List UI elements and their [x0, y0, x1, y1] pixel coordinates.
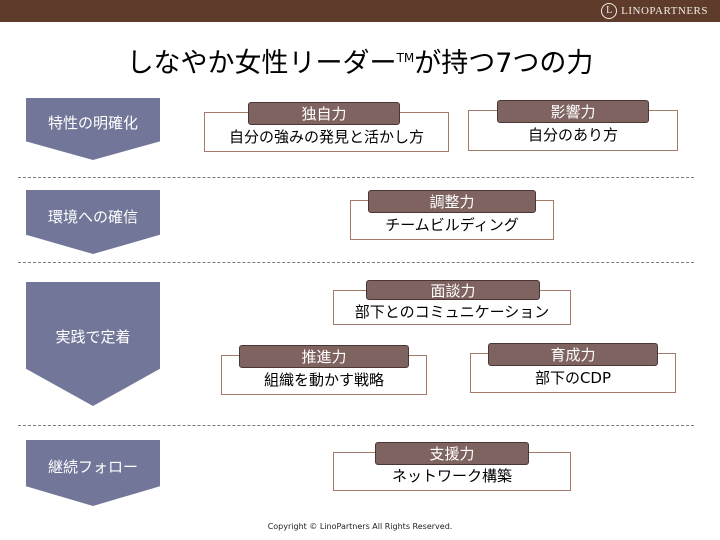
card-ikusei: 育成力 部下のCDP [470, 343, 676, 393]
page-title: しなやか女性リーダーTMが持つ7つの力 [0, 40, 720, 82]
card-mendan: 面談力 部下とのコミュニケーション [333, 280, 571, 325]
title-trademark: TM [396, 51, 415, 65]
row-label-text: 継続フォロー [47, 458, 138, 476]
card-tab: 育成力 [488, 343, 658, 366]
row-divider [18, 177, 694, 178]
brand-mark-icon: L [601, 3, 618, 19]
card-dokuji: 独自力 自分の強みの発見と活かし方 [204, 102, 449, 152]
row-label-keizoku: 継続フォロー [26, 440, 160, 506]
card-suishin: 推進力 組織を動かす戦略 [221, 345, 427, 395]
row-label-tokusei: 特性の明確化 [26, 98, 160, 160]
card-tab: 影響力 [497, 100, 649, 123]
card-eikyou: 影響力 自分のあり方 [468, 100, 678, 151]
card-tab: 独自力 [248, 102, 400, 125]
brand-logo: L LINOPARTNERS [601, 2, 708, 20]
brand-name: LINOPARTNERS [621, 5, 708, 17]
title-rest: が持つ7つの力 [414, 48, 594, 79]
copyright-footer: Copyright © LinoPartners All Rights Rese… [267, 522, 453, 531]
row-divider [18, 425, 694, 426]
row-label-text: 環境への確信 [47, 208, 138, 226]
card-tab: 推進力 [239, 345, 409, 368]
row-divider [18, 262, 694, 263]
row-label-kankyou: 環境への確信 [26, 190, 160, 254]
card-tab: 面談力 [366, 280, 540, 300]
title-main: しなやか女性リーダー [126, 48, 397, 79]
card-chousei: 調整力 チームビルディング [350, 190, 554, 240]
row-label-text: 実践で定着 [55, 328, 131, 346]
top-bar: L LINOPARTNERS [0, 0, 720, 22]
row-label-text: 特性の明確化 [47, 114, 138, 132]
row-label-jissen: 実践で定着 [26, 282, 160, 406]
card-tab: 支援力 [375, 442, 529, 465]
card-shien: 支援力 ネットワーク構築 [333, 442, 571, 491]
card-tab: 調整力 [368, 190, 536, 213]
